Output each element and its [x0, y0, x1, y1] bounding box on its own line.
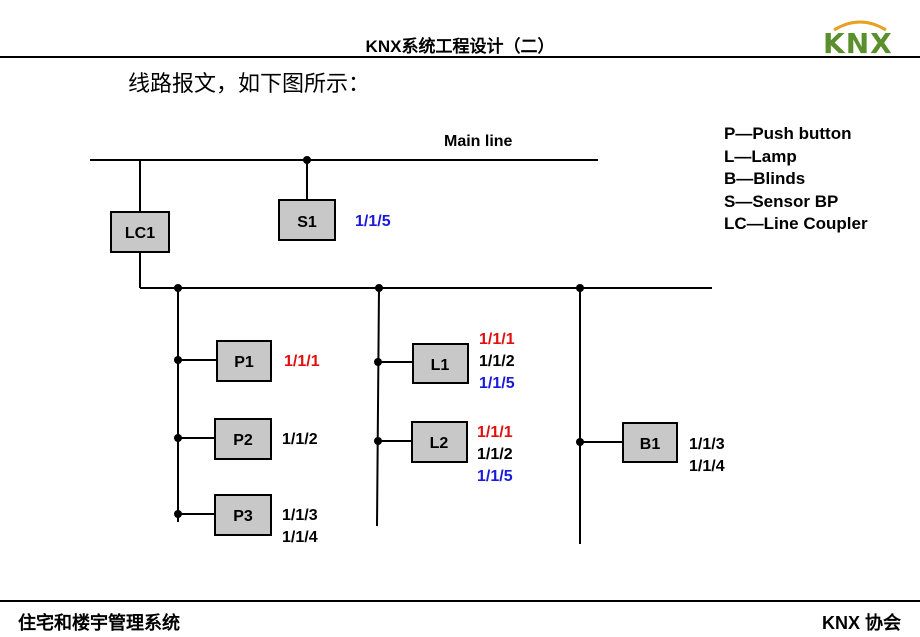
junction-dot: [374, 358, 382, 366]
b1-addresses: 1/1/3 1/1/4: [689, 436, 725, 475]
legend-item: LC—Line Coupler: [724, 214, 868, 233]
group-address: 1/1/1: [479, 331, 515, 348]
b1-label: B1: [640, 436, 661, 453]
junction-dot: [174, 434, 182, 442]
l1-addresses: 1/1/1 1/1/2 1/1/5: [479, 331, 515, 392]
junction-dot: [576, 438, 584, 446]
footer-right-text: KNX 协会: [821, 613, 901, 633]
page-title: KNX系统工程设计（二）: [365, 37, 555, 56]
l1-label: L1: [431, 357, 450, 374]
group-address: 1/1/1: [284, 353, 320, 370]
p2-label: P2: [233, 432, 253, 449]
footer-divider: [0, 600, 920, 602]
legend-item: B—Blinds: [724, 169, 806, 188]
header-divider: [0, 56, 920, 58]
l1-box: [412, 343, 469, 384]
s1-box: [278, 199, 336, 241]
group-address: 1/1/5: [477, 468, 513, 485]
p1-addresses: 1/1/1: [284, 353, 320, 370]
p2-addresses: 1/1/2: [282, 431, 318, 448]
p3-box: [214, 494, 272, 536]
group-address: 1/1/3: [282, 507, 318, 524]
legend-item: P—Push button: [724, 124, 852, 143]
p2-box: [214, 418, 272, 460]
legend-item: L—Lamp: [724, 146, 797, 166]
legend-item: S—Sensor BP: [724, 191, 839, 211]
l2-label: L2: [430, 435, 449, 452]
group-address: 1/1/5: [479, 375, 515, 392]
l2-box: [411, 421, 468, 463]
p1-box: [216, 340, 272, 382]
lc1-box: [110, 211, 170, 253]
legend: P—Push button L—Lamp B—Blinds S—Sensor B…: [724, 123, 868, 236]
p3-addresses: 1/1/3 1/1/4: [282, 507, 318, 546]
p3-label: P3: [233, 508, 253, 525]
group-address: 1/1/4: [689, 458, 725, 475]
l2-addresses: 1/1/1 1/1/2 1/1/5: [477, 424, 513, 485]
logo-text: KNX: [823, 27, 893, 60]
p1-label: P1: [234, 354, 254, 371]
group-address: 1/1/4: [282, 529, 318, 546]
group-address: 1/1/2: [477, 446, 513, 463]
knx-logo: KNX: [820, 16, 900, 60]
junction-dot: [174, 356, 182, 364]
branch-line: [376, 287, 380, 527]
s1-label: S1: [297, 214, 317, 231]
group-address: 1/1/2: [479, 353, 515, 370]
b1-box: [622, 422, 678, 463]
junction-dot: [374, 437, 382, 445]
footer-left-text: 住宅和楼宇管理系统: [18, 613, 180, 633]
s1-addresses: 1/1/5: [355, 213, 391, 230]
logo-arc-icon: [833, 20, 887, 32]
group-address: 1/1/5: [355, 213, 391, 230]
main-line-label: Main line: [444, 133, 513, 150]
group-address: 1/1/3: [689, 436, 725, 453]
junction-dot: [174, 510, 182, 518]
intro-text: 线路报文，如下图所示：: [128, 72, 371, 97]
group-address: 1/1/2: [282, 431, 318, 448]
group-address: 1/1/1: [477, 424, 513, 441]
lc1-label: LC1: [125, 225, 155, 242]
